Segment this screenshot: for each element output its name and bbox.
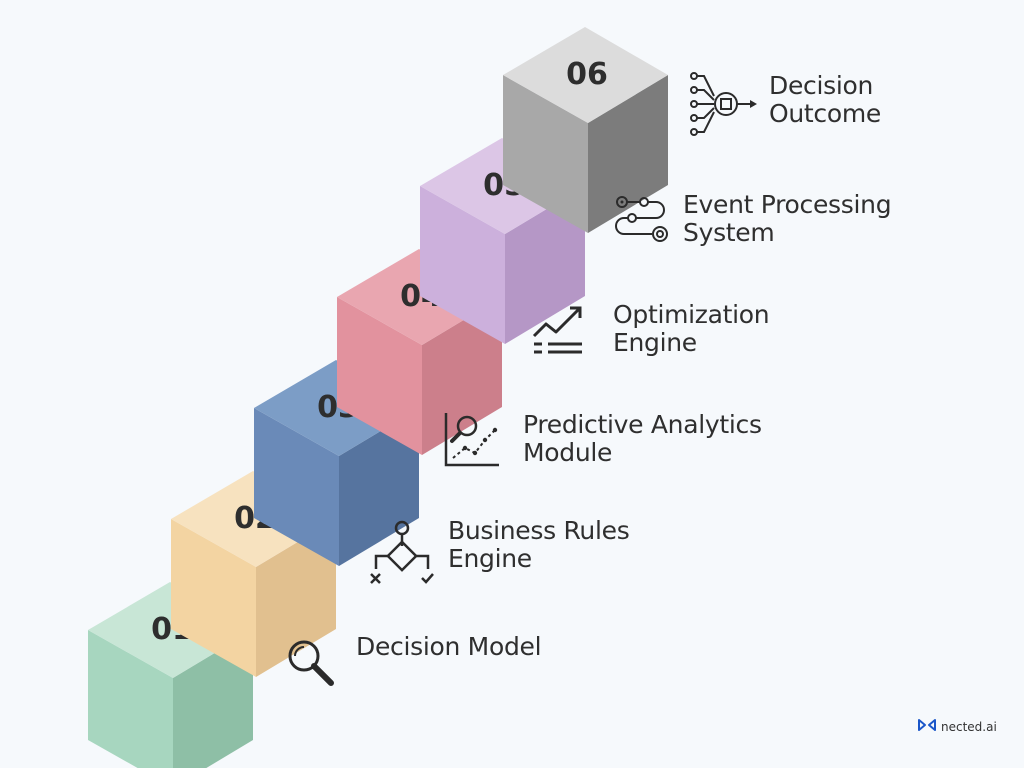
step-label-3-line-2: Module: [523, 438, 613, 467]
step-label-5-line-1: Event Processing: [683, 190, 892, 219]
step-number-6: 06: [566, 57, 608, 92]
step-block-2-top: [171, 471, 336, 567]
event-flow-icon: [612, 194, 672, 250]
step-label-3: Predictive Analytics Module: [523, 411, 762, 467]
step-block-2-side: [256, 519, 336, 677]
step-label-1-line-1: Decision Model: [356, 632, 542, 661]
trend-up-icon: [530, 302, 586, 358]
step-label-2: Business Rules Engine: [448, 516, 630, 573]
step-block-3: 03: [254, 360, 419, 566]
step-block-4: 04: [337, 249, 502, 455]
step-block-6-top: [503, 27, 668, 123]
step-block-3-side: [339, 408, 419, 566]
step-block-6-side: [588, 75, 668, 233]
step-block-1-top: [88, 582, 253, 678]
step-label-3-line-1: Predictive Analytics: [523, 410, 762, 439]
decision-flow-icon: [368, 519, 436, 587]
step-label-2-line-2: Engine: [448, 544, 532, 573]
step-label-5: Event Processing System: [683, 190, 892, 247]
step-block-1-side: [173, 630, 253, 768]
analytics-chart-icon: [443, 410, 501, 468]
step-label-1: Decision Model: [356, 632, 542, 661]
step-block-5-top: [420, 138, 585, 234]
magnifier-icon: [284, 636, 336, 688]
step-label-4: Optimization Engine: [613, 300, 770, 357]
step-block-2-front: [171, 519, 256, 677]
step-block-1-front: [88, 630, 173, 768]
step-block-5-front: [420, 186, 505, 344]
step-label-6: Decision Outcome: [769, 72, 881, 128]
step-label-6-line-2: Outcome: [769, 99, 881, 128]
nected-logo-icon: [917, 718, 937, 735]
step-label-2-line-1: Business Rules: [448, 516, 630, 545]
step-block-5-side: [505, 186, 585, 344]
step-block-3-top: [254, 360, 419, 456]
step-block-3-front: [254, 408, 339, 566]
step-label-5-line-2: System: [683, 218, 775, 247]
step-label-4-line-1: Optimization: [613, 300, 770, 329]
step-block-4-side: [422, 297, 502, 455]
step-block-4-top: [337, 249, 502, 345]
step-block-5: 05: [420, 138, 585, 344]
step-label-4-line-2: Engine: [613, 328, 697, 357]
step-label-6-line-1: Decision: [769, 71, 874, 100]
brand-watermark: nected.ai: [917, 718, 997, 735]
processor-output-icon: [688, 70, 760, 138]
brand-name: nected.ai: [941, 719, 997, 734]
step-block-4-front: [337, 297, 422, 455]
step-block-6: 06: [503, 27, 668, 233]
step-block-6-front: [503, 75, 588, 233]
